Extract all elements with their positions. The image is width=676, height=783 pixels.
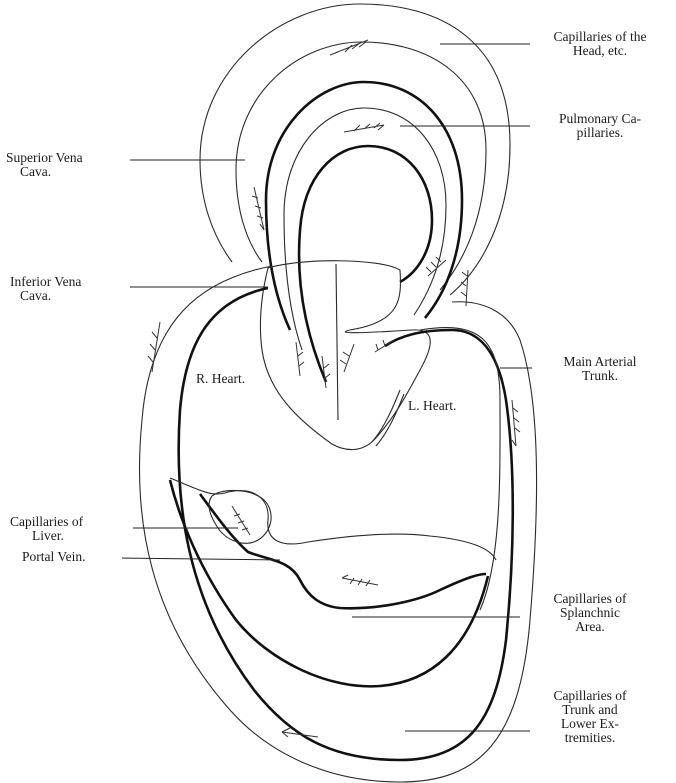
arrow-heart-3 [340,344,354,372]
label-splanchnic-capillaries: Capillaries of Splanchnic Area. [520,592,660,634]
arrow-superior-vena-cava [252,187,264,230]
label-inferior-vena-cava: Inferior Vena Cava. [10,275,81,303]
arrow-liver [232,506,250,535]
label-right-heart: R. Heart. [196,372,245,386]
arrow-pulmonary [344,123,384,132]
leader-portal-vein [122,558,280,560]
arrow-main-trunk-down [512,400,520,446]
portal-vein-channel [200,494,486,608]
heart-body [260,261,430,450]
arrow-splanchnic [342,575,378,586]
pulmonary-loop-outer [266,82,462,330]
label-trunk-capillaries: Capillaries of Trunk and Lower Ex- tremi… [520,689,660,745]
head-loop-inner [236,42,486,290]
arrow-heart-1 [296,342,304,376]
systemic-venous-thick [179,288,513,760]
head-loop-outer [200,4,510,295]
arrow-ivc-up [148,322,160,372]
portal-vein-thick [170,480,488,686]
label-liver-capillaries: Capillaries of Liver. [10,515,83,543]
main-arterial-trunk [420,328,500,610]
pulmonary-loop-core [299,146,432,382]
arrow-heart-4 [375,340,394,352]
label-superior-vena-cava: Superior Vena Cava. [6,151,83,179]
arrow-pulmonary-return [426,257,446,276]
label-pulmonary-capillaries: Pulmonary Ca- pillaries. [525,112,675,140]
label-head-capillaries: Capillaries of the Head, etc. [525,30,675,58]
systemic-outer [139,266,536,782]
label-left-heart: L. Heart. [408,399,456,413]
arrow-aorta-up [461,270,468,306]
heart-septum [336,264,338,420]
label-portal-vein: Portal Vein. [22,550,86,564]
label-main-arterial-trunk: Main Arterial Trunk. [530,355,670,383]
pulmonary-loop-inner [284,108,446,350]
